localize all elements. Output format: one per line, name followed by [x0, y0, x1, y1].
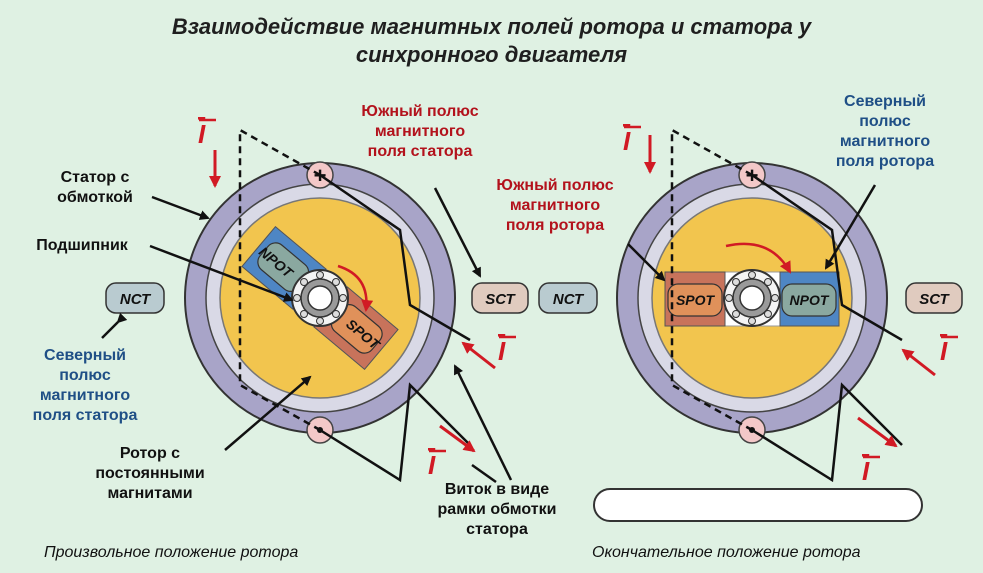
caption-left: Произвольное положение ротора: [44, 544, 299, 561]
current-i-right-right: I: [940, 336, 948, 366]
title-line-2: синхронного двигателя: [355, 42, 628, 67]
right-s-rotor: SРОТ: [676, 292, 716, 308]
left-rotation-arrow: [337, 264, 374, 312]
pointer-arrows: [101, 184, 877, 484]
badge-s-stator-left: SСТ: [485, 291, 516, 308]
title-line-1: Взаимодействие магнитных полей ротора и …: [171, 14, 812, 39]
right-n-rotor: NРОТ: [790, 292, 830, 308]
current-i-left-top: I: [198, 119, 206, 149]
caption-right: Окончательное положение ротора: [592, 544, 861, 561]
right-motor: [616, 127, 936, 483]
left-plus-sign: +: [314, 163, 327, 188]
left-coil-solid: [319, 173, 471, 483]
current-i-left-bottom: I: [428, 450, 436, 480]
label-bearing: Подшипник: [36, 237, 128, 254]
current-overlines: [199, 118, 958, 459]
badge-n-stator-right: NСТ: [553, 291, 585, 308]
right-plus-sign: +: [746, 163, 759, 188]
left-motor: [184, 127, 496, 483]
right-coil-dashed: [670, 127, 753, 432]
left-coil-dashed: [238, 127, 321, 432]
badge-n-stator-left: NСТ: [120, 291, 152, 308]
current-i-left-right: I: [498, 336, 506, 366]
current-i-right-top: I: [623, 126, 631, 156]
current-i-right-bottom: I: [862, 456, 870, 486]
right-coil-solid: [751, 173, 903, 483]
left-bearing: [291, 269, 349, 327]
right-rotation-arrow: [725, 242, 792, 274]
right-bearing: [723, 269, 781, 327]
blank-text-field: [593, 488, 923, 522]
pole-badges: [105, 282, 963, 314]
badge-s-stator-right: SСТ: [919, 291, 950, 308]
